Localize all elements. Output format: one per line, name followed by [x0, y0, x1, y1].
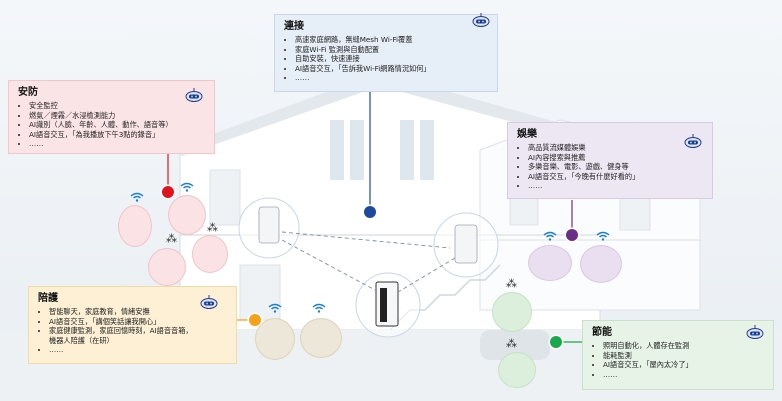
list-item: 能耗監測: [603, 351, 765, 361]
list-item: AI內容搜索與推薦: [528, 153, 704, 163]
connect-title: 連接: [284, 21, 304, 32]
wifi-icon: [130, 192, 144, 202]
security-panel: 安防 安全監控 燃氣／煙霧／水浸檢測能力 AI識別（人臉、年齡、人體、動作、語音…: [8, 80, 215, 154]
robot-icon: [684, 134, 702, 148]
security-sensor-device: [148, 248, 186, 286]
wifi-icon: [543, 231, 557, 241]
list-item: AI語音交互，「告訴我Wi-Fi網路情況如何」: [295, 64, 489, 74]
share-icon: ⁂: [506, 277, 517, 290]
energy-panel: 節能 照明自動化，人體存在監測 能耗監測 AI語音交互，「屋內太冷了」 ……: [582, 320, 774, 390]
list-item: 安全監控: [29, 101, 206, 111]
energy-bulb-device: [492, 292, 532, 332]
list-item: 多樂音樂、電影、遊戲、健身等: [528, 162, 704, 172]
robot-icon: [472, 13, 490, 27]
security-pin: [162, 186, 174, 198]
list-item: 高品質流媒體娛樂: [528, 143, 704, 153]
share-icon: ⁂: [166, 232, 177, 245]
list-item: 高速家庭網路，無縫Mesh Wi-Fi覆蓋: [295, 35, 489, 45]
care-speaker-device: [255, 318, 295, 360]
list-item: ……: [603, 370, 765, 380]
entertainment-tv-device: [580, 245, 622, 283]
wifi-icon: [312, 303, 326, 313]
list-item: AI語音交互，「今晚有什麼好看的」: [528, 172, 704, 182]
list-item: 照明自動化，人體存在監測: [603, 341, 765, 351]
security-list: 安全監控 燃氣／煙霧／水浸檢測能力 AI識別（人臉、年齡、人體、動作、語音等） …: [18, 101, 206, 149]
energy-plug-device: [498, 352, 536, 388]
wifi-icon: [596, 231, 610, 241]
entertainment-panel: 娛樂 高品質流媒體娛樂 AI內容搜索與推薦 多樂音樂、電影、遊戲、健身等 AI語…: [507, 122, 713, 199]
list-item: 家庭Wi-Fi 監測與自動配置: [295, 45, 489, 55]
list-item: 燃氣／煙霧／水浸檢測能力: [29, 111, 206, 121]
robot-icon: [200, 295, 218, 309]
energy-list: 照明自動化，人體存在監測 能耗監測 AI語音交互，「屋內太冷了」 ……: [592, 341, 765, 379]
share-icon: ⁂: [207, 221, 218, 234]
connect-pin: [364, 206, 376, 218]
security-title: 安防: [18, 87, 38, 98]
connect-panel: 連接 高速家庭網路，無縫Mesh Wi-Fi覆蓋 家庭Wi-Fi 監測與自動配置…: [274, 14, 498, 92]
entertainment-stb-device: [528, 245, 572, 281]
security-pt-camera-device: [168, 195, 206, 235]
list-item: 家庭健康監測，家庭回憶時刻，AI語音音箱，機器人陪護（在研）: [49, 326, 199, 345]
security-panel-device: [192, 235, 228, 273]
care-robot-device: [300, 318, 342, 358]
wifi-icon: [268, 303, 282, 313]
list-item: ……: [295, 73, 489, 83]
share-icon: ⁂: [506, 337, 517, 350]
security-camera-device: [118, 205, 152, 247]
list-item: AI識別（人臉、年齡、人體、動作、語音等）: [29, 120, 206, 130]
list-item: ……: [528, 181, 704, 191]
list-item: 自助安裝，快速連接: [295, 54, 489, 64]
list-item: ……: [29, 139, 206, 149]
care-pin: [249, 314, 261, 326]
list-item: 智能聊天，家庭教育，情緒安撫: [49, 307, 228, 317]
robot-icon: [185, 88, 203, 102]
energy-pin: [550, 336, 562, 348]
entertainment-pin: [566, 229, 578, 241]
care-panel: 陪護 智能聊天，家庭教育，情緒安撫 AI語音交互，「講個笑話讓我開心」 家庭健康…: [28, 286, 237, 364]
entertainment-title: 娛樂: [517, 129, 537, 140]
care-list: 智能聊天，家庭教育，情緒安撫 AI語音交互，「講個笑話讓我開心」 家庭健康監測，…: [38, 307, 228, 355]
list-item: AI語音交互，「屋內太冷了」: [603, 360, 765, 370]
list-item: ……: [49, 345, 228, 355]
connect-list: 高速家庭網路，無縫Mesh Wi-Fi覆蓋 家庭Wi-Fi 監測與自動配置 自助…: [284, 35, 489, 83]
wifi-icon: [180, 182, 194, 192]
energy-title: 節能: [592, 327, 612, 338]
list-item: AI語音交互，「講個笑話讓我開心」: [49, 317, 228, 327]
entertainment-list: 高品質流媒體娛樂 AI內容搜索與推薦 多樂音樂、電影、遊戲、健身等 AI語音交互…: [517, 143, 704, 191]
list-item: AI語音交互，「為我播放下午3點的錄音」: [29, 130, 206, 140]
robot-icon: [746, 325, 764, 339]
care-title: 陪護: [38, 293, 58, 304]
